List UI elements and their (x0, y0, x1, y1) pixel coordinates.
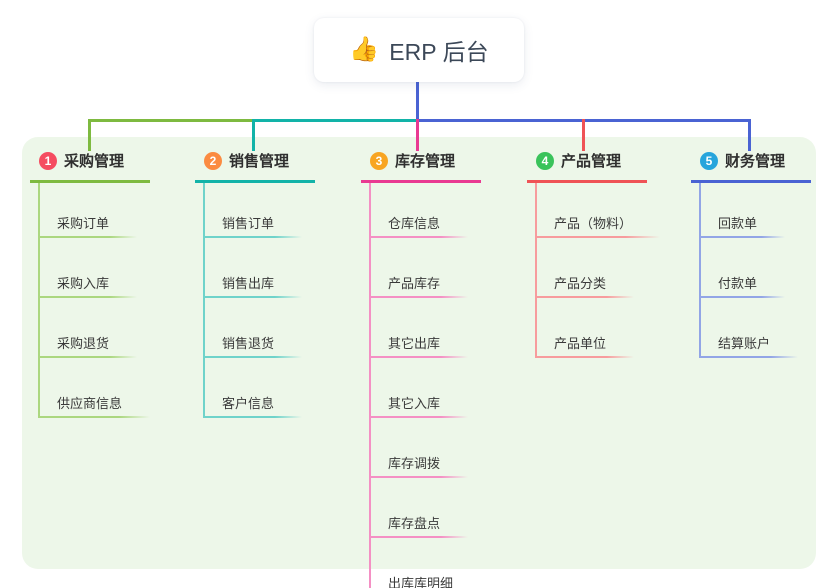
branch-header-sales[interactable]: 2 销售管理 (195, 150, 315, 183)
branch-sub-item[interactable]: 采购订单 (40, 183, 138, 238)
branch-label: 产品管理 (561, 153, 622, 170)
branch-sub-item[interactable]: 产品（物料） (537, 183, 661, 238)
branch-sub-item[interactable]: 销售出库 (205, 238, 303, 298)
branch-header-product[interactable]: 4 产品管理 (527, 150, 647, 183)
branch-sub-item[interactable]: 库存调拨 (371, 418, 469, 478)
branch-sub-item[interactable]: 其它入库 (371, 358, 469, 418)
branch-sub-item[interactable]: 仓库信息 (371, 183, 469, 238)
connector-drop-finance (748, 119, 751, 151)
connector-bus-segment-teal (253, 119, 418, 122)
branch-sub-item[interactable]: 库存盘点 (371, 478, 469, 538)
branch-sub-item[interactable]: 销售订单 (205, 183, 303, 238)
thumbs-up-icon: 👍 (349, 36, 380, 63)
branch-header-purchase[interactable]: 1 采购管理 (30, 150, 150, 183)
connector-drop-sales (252, 119, 255, 151)
branch-finance: 5 财务管理 回款单付款单结算账户 (691, 150, 831, 358)
branch-sub-item[interactable]: 采购入库 (40, 238, 138, 298)
branch-sales: 2 销售管理 销售订单销售出库销售退货客户信息 (195, 150, 335, 418)
branch-number-badge: 2 (204, 151, 222, 170)
branch-label: 财务管理 (725, 153, 786, 170)
branch-product: 4 产品管理 产品（物料）产品分类产品单位 (527, 150, 667, 358)
branch-number-badge: 3 (370, 151, 388, 170)
branch-sub-item[interactable]: 结算账户 (701, 298, 799, 358)
branch-sub-item[interactable]: 产品库存 (371, 238, 469, 298)
branch-items-inventory: 仓库信息产品库存其它出库其它入库库存调拨库存盘点出库库明细 (369, 183, 481, 588)
branches-panel (22, 137, 816, 569)
branch-items-product: 产品（物料）产品分类产品单位 (535, 183, 661, 358)
branch-number-badge: 5 (700, 151, 718, 170)
branch-sub-item[interactable]: 采购退货 (40, 298, 138, 358)
connector-drop-product (582, 119, 585, 151)
branch-sub-item[interactable]: 付款单 (701, 238, 786, 298)
branch-label: 采购管理 (64, 153, 125, 170)
root-node[interactable]: 👍 ERP 后台 (314, 18, 524, 82)
branch-items-purchase: 采购订单采购入库采购退货供应商信息 (38, 183, 151, 418)
branch-sub-item[interactable]: 供应商信息 (40, 358, 151, 418)
branch-number-badge: 1 (39, 151, 57, 170)
branch-sub-item[interactable]: 产品分类 (537, 238, 635, 298)
branch-sub-item[interactable]: 回款单 (701, 183, 786, 238)
branch-sub-item[interactable]: 销售退货 (205, 298, 303, 358)
branch-label: 销售管理 (229, 153, 290, 170)
branch-sub-item[interactable]: 出库库明细 (371, 538, 481, 588)
branch-sub-item[interactable]: 其它出库 (371, 298, 469, 358)
root-title: ERP 后台 (389, 39, 489, 65)
branch-number-badge: 4 (536, 151, 554, 170)
branch-items-finance: 回款单付款单结算账户 (699, 183, 799, 358)
branch-inventory: 3 库存管理 仓库信息产品库存其它出库其它入库库存调拨库存盘点出库库明细 (361, 150, 501, 588)
branch-sub-item[interactable]: 客户信息 (205, 358, 303, 418)
connector-bus-segment-green (88, 119, 254, 122)
connector-root-line (416, 82, 419, 120)
branch-label: 库存管理 (395, 153, 456, 170)
branch-header-finance[interactable]: 5 财务管理 (691, 150, 811, 183)
branch-items-sales: 销售订单销售出库销售退货客户信息 (203, 183, 303, 418)
connector-drop-purchase (88, 119, 91, 151)
branch-header-inventory[interactable]: 3 库存管理 (361, 150, 481, 183)
connector-drop-inventory (416, 119, 419, 151)
branch-purchase: 1 采购管理 采购订单采购入库采购退货供应商信息 (30, 150, 170, 418)
branch-sub-item[interactable]: 产品单位 (537, 298, 635, 358)
